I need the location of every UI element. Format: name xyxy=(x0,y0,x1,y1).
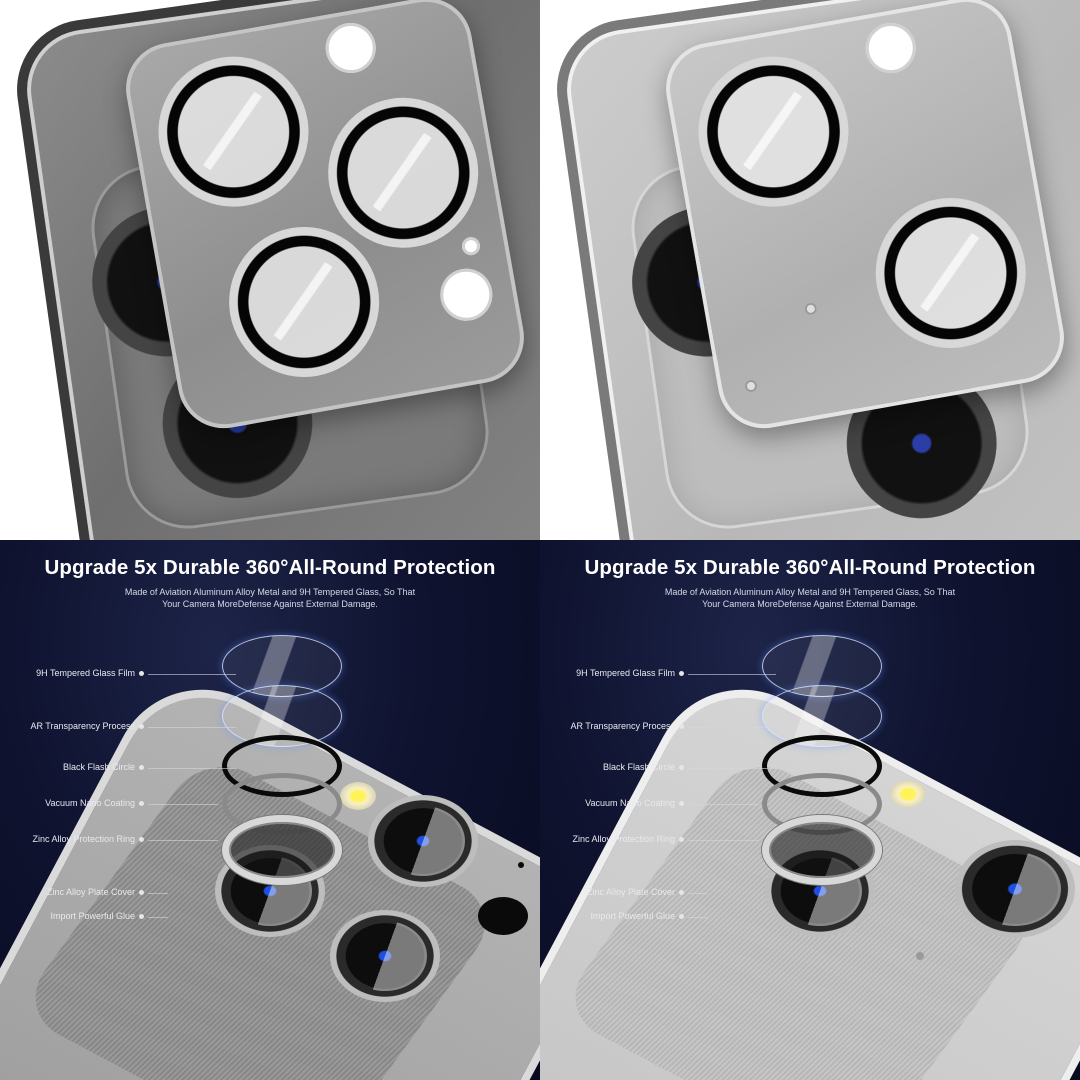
bullet-icon xyxy=(679,836,684,842)
lens-ring-icon xyxy=(217,215,392,389)
infographic-triple-camera: Upgrade 5x Durable 360°All-Round Protect… xyxy=(0,540,540,1080)
layer-label: Black Flash Circle xyxy=(603,762,684,772)
bullet-icon xyxy=(139,800,144,806)
mic-cutout-icon xyxy=(460,235,482,257)
leader-line xyxy=(688,674,776,675)
layer-label: Vacuum Nano Coating xyxy=(585,798,684,808)
layer-label: AR Transparency Process xyxy=(30,721,144,731)
camera-lens-icon xyxy=(368,795,478,887)
flash-cutout-icon xyxy=(861,19,920,77)
layer-label: Import Powerful Glue xyxy=(50,911,144,921)
flash-cutout-icon xyxy=(321,19,380,77)
subtitle: Made of Aviation Aluminum Alloy Metal an… xyxy=(124,587,416,609)
mic-hole-icon xyxy=(916,952,924,960)
product-photo-dual-camera xyxy=(540,0,1080,540)
leader-line xyxy=(688,840,758,841)
bullet-icon xyxy=(139,913,144,919)
leader-line xyxy=(148,893,168,894)
leader-line xyxy=(148,804,218,805)
lidar-cutout-icon xyxy=(436,264,497,325)
mic-hole-icon xyxy=(518,862,524,868)
layer-label: Import Powerful Glue xyxy=(590,911,684,921)
layer-label: AR Transparency Process xyxy=(570,721,684,731)
layer-label: 9H Tempered Glass Film xyxy=(576,668,684,678)
flash-icon xyxy=(340,782,376,810)
lens-ring-icon xyxy=(863,186,1038,360)
subtitle: Made of Aviation Aluminum Alloy Metal an… xyxy=(664,587,956,609)
infographic-dual-camera: Upgrade 5x Durable 360°All-Round Protect… xyxy=(540,540,1080,1080)
layer-label: Zinc Alloy Plate Cover xyxy=(587,887,684,897)
mic-cutout-icon xyxy=(803,301,818,316)
bullet-icon xyxy=(679,889,684,895)
leader-line xyxy=(688,768,776,769)
leader-line xyxy=(148,917,168,918)
leader-line xyxy=(148,727,236,728)
protection-ring-layer xyxy=(762,815,882,885)
layer-label: Zinc Alloy Protection Ring xyxy=(572,834,684,844)
camera-lens-icon xyxy=(955,840,1075,938)
layer-label: Black Flash Circle xyxy=(63,762,144,772)
leader-line xyxy=(148,840,218,841)
lens-ring-icon xyxy=(146,44,321,219)
leader-line xyxy=(148,768,236,769)
bullet-icon xyxy=(139,723,144,729)
lens-protector-cover xyxy=(118,0,532,436)
bullet-icon xyxy=(679,800,684,806)
headline: Upgrade 5x Durable 360°All-Round Protect… xyxy=(584,556,1036,579)
lens-protector-cover xyxy=(658,0,1072,436)
layer-label: Zinc Alloy Plate Cover xyxy=(47,887,144,897)
leader-line xyxy=(688,917,708,918)
bullet-icon xyxy=(139,889,144,895)
layer-label: 9H Tempered Glass Film xyxy=(36,668,144,678)
layer-label: Vacuum Nano Coating xyxy=(45,798,144,808)
mic-hole-icon xyxy=(745,380,757,392)
bullet-icon xyxy=(139,764,144,770)
leader-line xyxy=(688,804,758,805)
bullet-icon xyxy=(679,670,684,676)
layer-label: Zinc Alloy Protection Ring xyxy=(32,834,144,844)
headline: Upgrade 5x Durable 360°All-Round Protect… xyxy=(44,556,496,579)
bullet-icon xyxy=(139,836,144,842)
flash-icon xyxy=(890,780,926,808)
leader-line xyxy=(688,893,708,894)
protection-ring-layer xyxy=(222,815,342,885)
bullet-icon xyxy=(679,723,684,729)
leader-line xyxy=(148,674,236,675)
bullet-icon xyxy=(679,764,684,770)
lens-ring-icon xyxy=(686,44,861,219)
product-photo-triple-camera xyxy=(0,0,540,540)
camera-lens-icon xyxy=(330,910,440,1002)
bullet-icon xyxy=(679,913,684,919)
bullet-icon xyxy=(139,670,144,676)
lidar-sensor-icon xyxy=(478,897,528,935)
leader-line xyxy=(688,727,776,728)
lens-ring-icon xyxy=(316,85,491,260)
